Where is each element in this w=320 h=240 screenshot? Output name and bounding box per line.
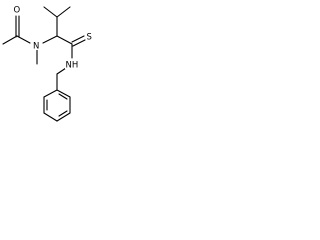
bond-ring-3 [56, 112, 71, 122]
bond-thiocarbon-s-1 [71, 35, 85, 43]
bond-isopropyl-methyl-left [43, 6, 58, 18]
bond-isopropyl-methyl-right [56, 6, 71, 18]
bond-lines [2, 6, 86, 122]
bond-alpha-thiocarbon [56, 35, 73, 45]
bond-thiocarbon-s-2 [72, 39, 86, 47]
bond-ring-inner-2 [58, 110, 68, 117]
bond-nh-ch2 [56, 67, 67, 75]
bond-ring-6 [43, 89, 58, 98]
bond-ring-inner-1 [58, 93, 68, 100]
bond-acetyl-methyl [2, 35, 18, 45]
nh-group-label: NH [66, 61, 79, 71]
bond-n-alpha-carbon [42, 35, 58, 44]
oxygen-atom-label: O [14, 6, 21, 16]
bond-ring-4 [43, 112, 58, 122]
sulfur-atom-label: S [87, 33, 92, 43]
bond-carbonyl-c-n [16, 35, 31, 44]
atom-labels: O N S NH [13, 4, 95, 71]
chemical-structure-diagram: O N S NH [2, 4, 95, 122]
bond-ring-1 [56, 89, 71, 98]
nitrogen-atom-label: N [33, 42, 39, 52]
